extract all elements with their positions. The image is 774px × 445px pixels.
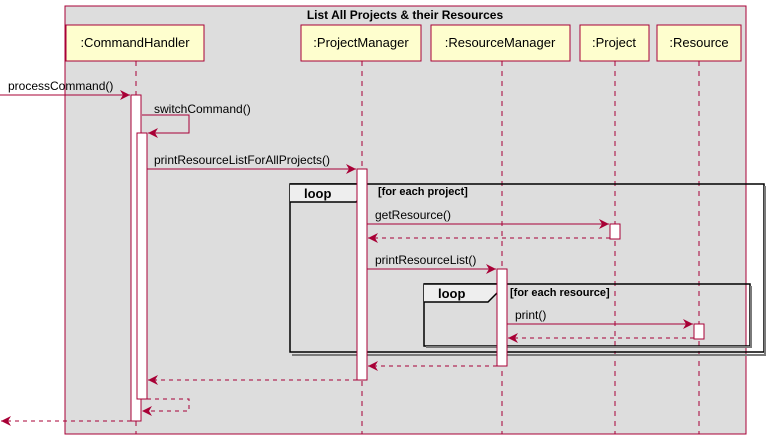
loop-keyword: loop	[304, 186, 331, 201]
participant-command-handler: :CommandHandler	[65, 24, 205, 62]
participant-label: :Resource	[669, 35, 728, 50]
activation-project	[609, 223, 621, 240]
loop-keyword: loop	[438, 286, 465, 301]
message-label-switch-command: switchCommand()	[154, 102, 251, 116]
box-title: List All Projects & their Resources	[307, 8, 504, 22]
loop-frame-projects: loop [for each project]	[289, 183, 766, 356]
activation-bars	[130, 94, 705, 422]
activation-project-manager	[356, 168, 368, 381]
participant-resource-manager: :ResourceManager	[430, 24, 571, 62]
participant-label: :ResourceManager	[445, 35, 556, 50]
participant-label: :Project	[592, 35, 636, 50]
activation-command-handler-nested	[136, 132, 148, 400]
message-label-print-all: printResourceListForAllProjects()	[154, 153, 330, 167]
message-arrow-switch-command	[142, 114, 190, 138]
participant-project: :Project	[579, 24, 650, 62]
message-label-get-resource: getResource()	[375, 208, 451, 222]
loop-frame-resources: loop [for each resource]	[423, 283, 752, 348]
loop-guard: [for each resource]	[510, 287, 610, 299]
return-arrow-switch-command	[142, 398, 190, 416]
participant-label: :ProjectManager	[313, 35, 409, 50]
message-label-print: print()	[515, 308, 546, 322]
message-label-process-command: processCommand()	[8, 79, 113, 93]
participant-label: :CommandHandler	[80, 35, 190, 50]
loop-guard: [for each project]	[378, 186, 468, 198]
participant-resource: :Resource	[656, 24, 742, 62]
activation-resource-manager	[496, 268, 508, 367]
activation-resource	[693, 323, 705, 340]
message-label-print-resource-list: printResourceList()	[375, 253, 476, 267]
diagram-box	[64, 5, 747, 435]
participant-project-manager: :ProjectManager	[300, 24, 422, 62]
